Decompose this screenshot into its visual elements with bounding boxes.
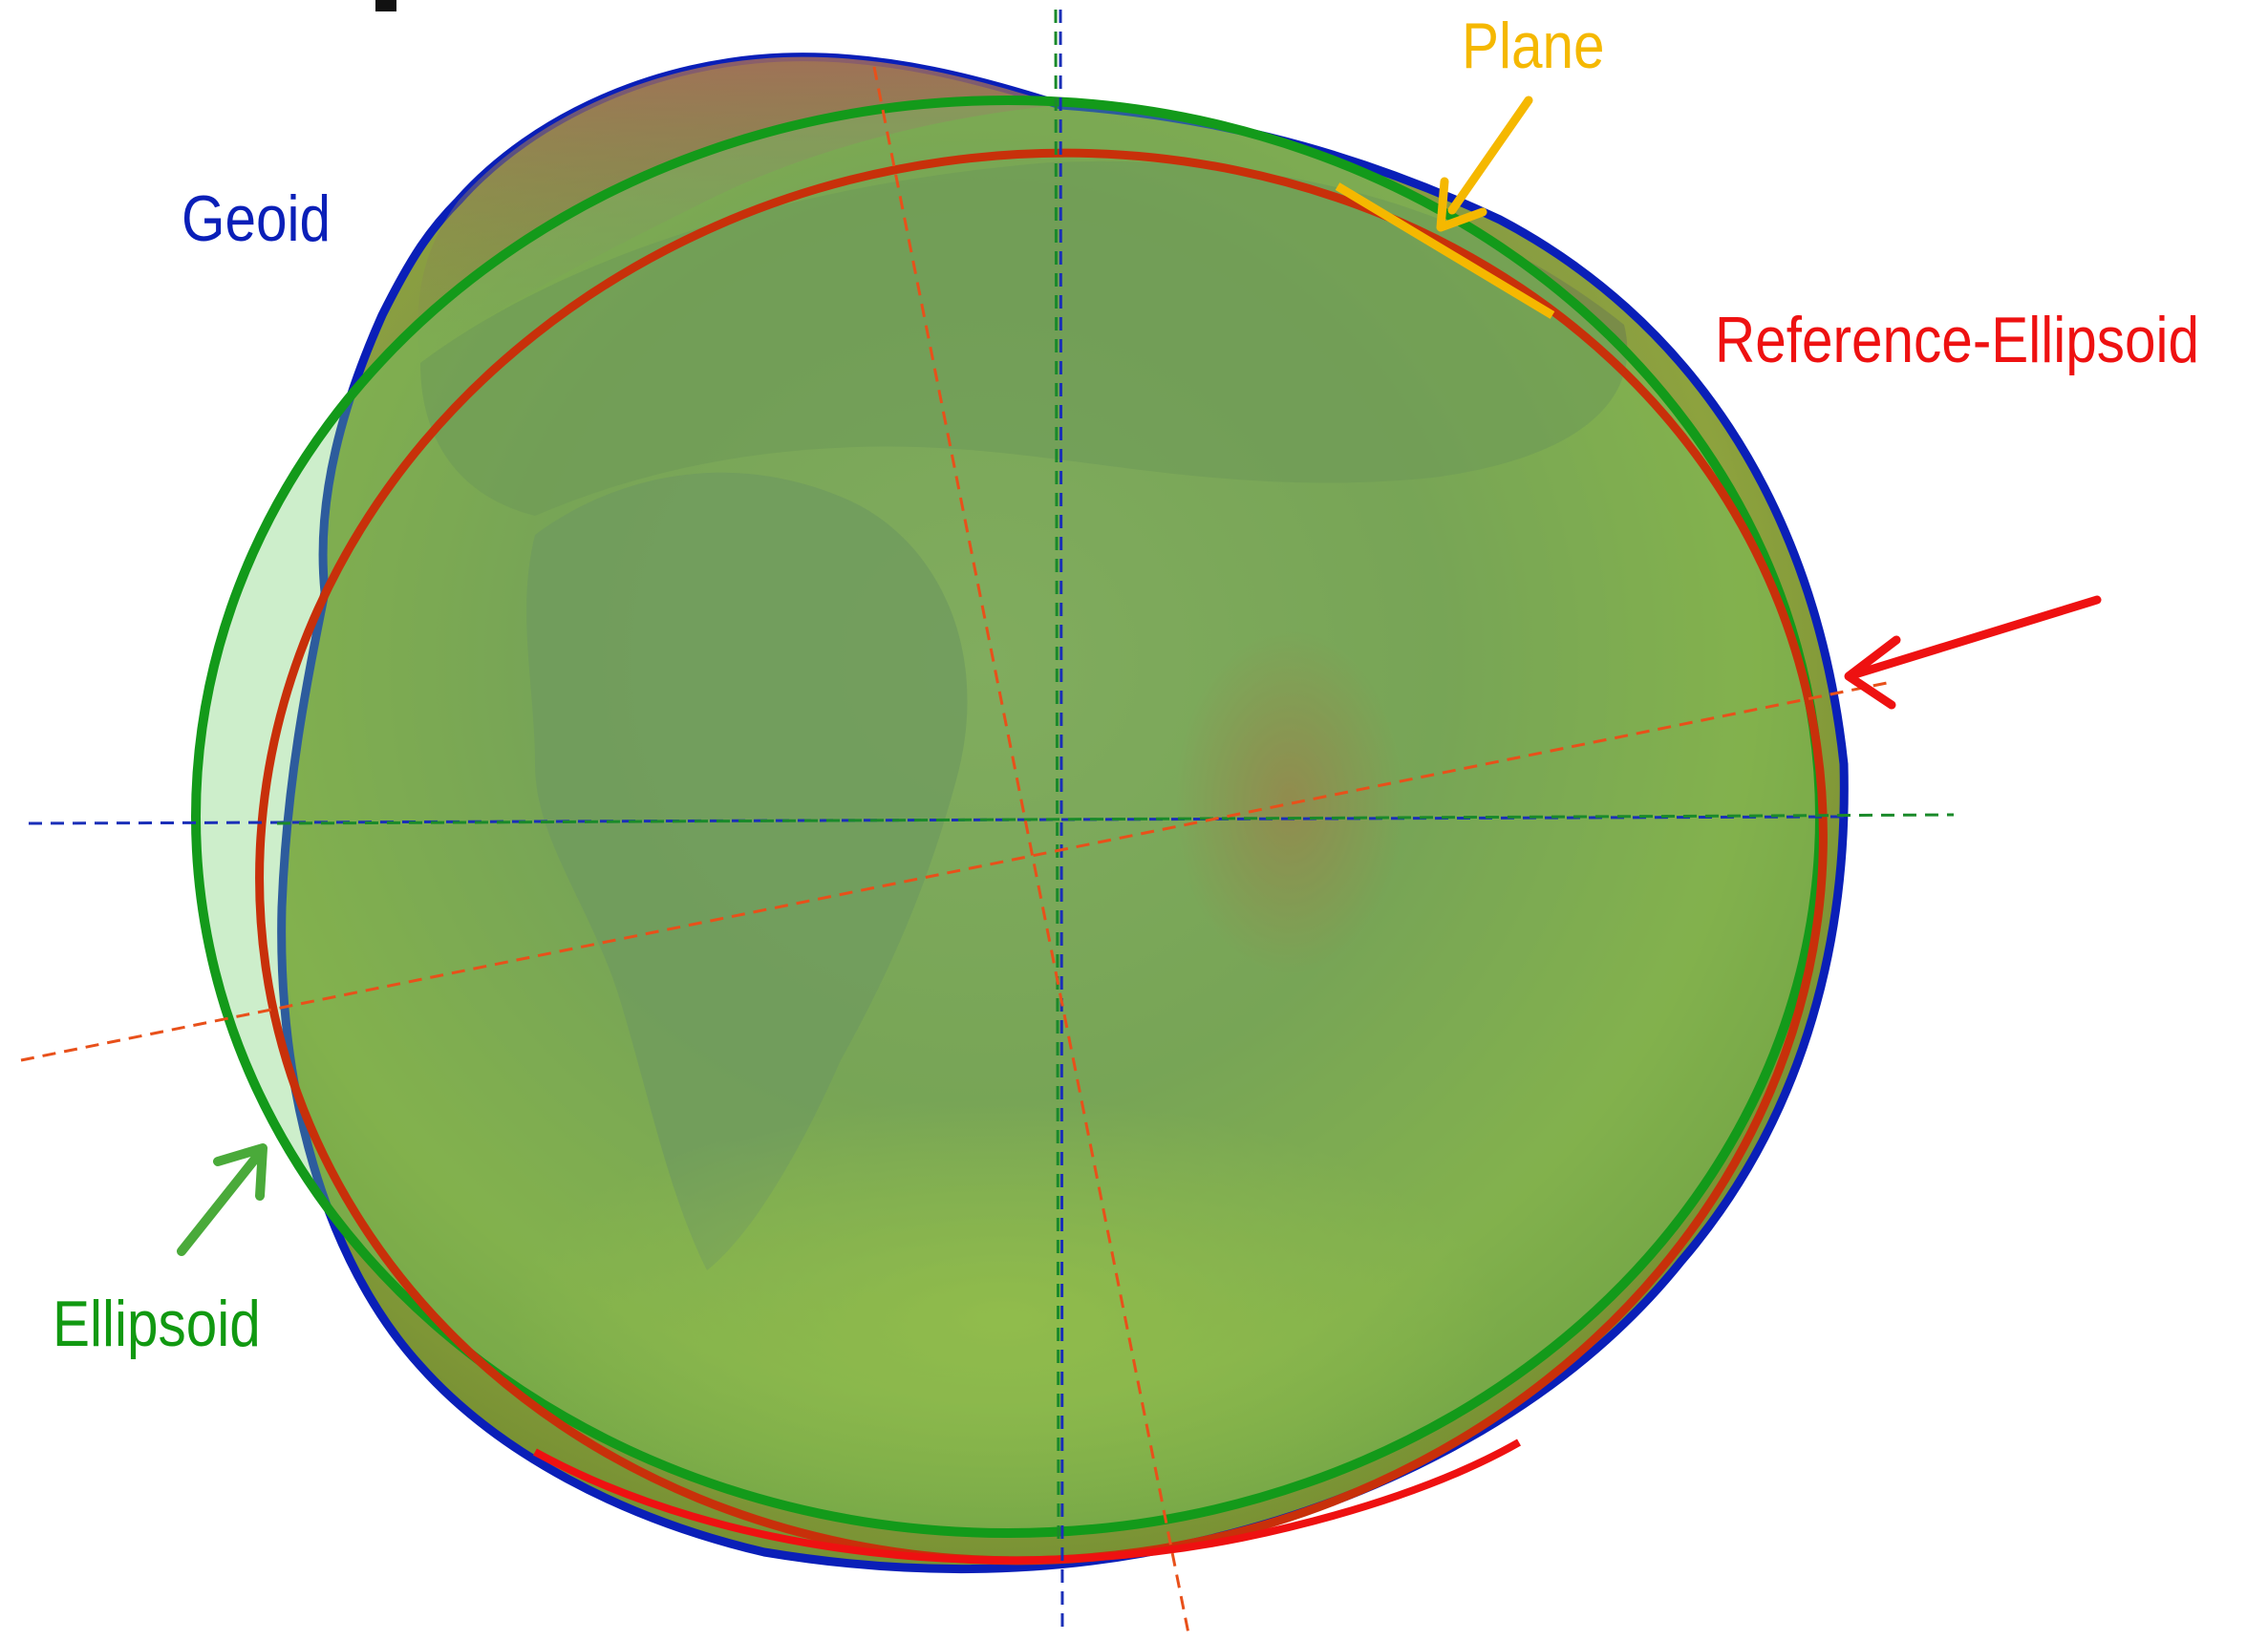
- cropped-glyph: [375, 0, 396, 11]
- arrow-left-icon: [1844, 595, 2102, 710]
- reference-minor-axis: [872, 66, 1191, 1639]
- arrow-up-right-icon: [177, 1143, 267, 1256]
- equator-axis-green: [276, 813, 1955, 825]
- label-geoid: Geoid: [182, 182, 332, 255]
- label-plane: Plane: [1462, 10, 1605, 82]
- polar-cap: [417, 56, 1061, 363]
- gravity-anomaly: [1175, 630, 1404, 974]
- southern-ocean: [506, 1098, 1500, 1538]
- reference-major-axis: [20, 681, 1888, 1062]
- label-reference-ellipsoid: Reference-Ellipsoid: [1715, 304, 2200, 376]
- polar-axis-green: [1054, 9, 1060, 1548]
- reference-ellipsoid-bottom-arc: [533, 1439, 1521, 1565]
- plane-segment: [1335, 182, 1555, 319]
- continent-africa: [526, 472, 968, 1270]
- continent-eurasia: [420, 160, 1628, 516]
- polar-axis-blue: [1059, 9, 1064, 1634]
- label-ellipsoid: Ellipsoid: [53, 1288, 261, 1360]
- arrow-down-left-icon: [1436, 96, 1533, 232]
